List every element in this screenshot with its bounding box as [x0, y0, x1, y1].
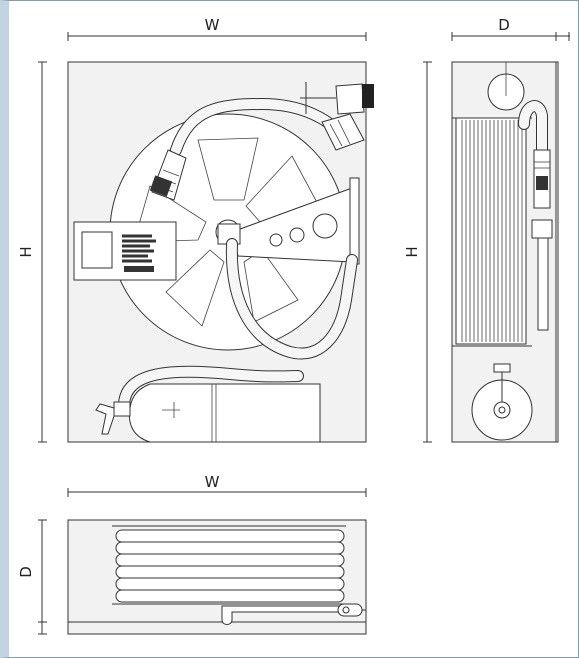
- top-depth-dimension: D: [17, 519, 47, 635]
- bracket-hole-medium: [289, 227, 305, 243]
- front-width-dimension: W: [67, 16, 367, 41]
- front-hose: [170, 97, 358, 360]
- top-bracket-arm: [221, 603, 366, 625]
- front-width-label: W: [205, 16, 220, 34]
- side-hose-coil: [452, 117, 532, 347]
- bracket-wall-plate: [349, 177, 360, 265]
- bracket-hole-large: [312, 213, 338, 239]
- instruction-label: [73, 221, 177, 281]
- front-height-label: H: [17, 246, 35, 257]
- side-view: D H: [403, 16, 570, 443]
- hose-nozzle: [149, 149, 187, 201]
- side-hanger: [531, 219, 553, 239]
- side-reel-hub: [471, 363, 533, 441]
- side-bracket-arm: [537, 237, 549, 331]
- shutoff-valve: [300, 82, 374, 151]
- side-height-label: H: [403, 246, 421, 257]
- top-width-dimension: W: [67, 473, 367, 497]
- top-depth-label: D: [17, 566, 35, 578]
- bracket-hole-small: [269, 233, 283, 247]
- side-nozzle: [533, 149, 551, 209]
- side-depth-label: D: [498, 16, 510, 34]
- side-height-dimension: H: [403, 61, 432, 443]
- fire-extinguisher: [95, 365, 321, 443]
- top-width-label: W: [205, 473, 220, 491]
- top-hose-coil: [115, 529, 345, 603]
- side-depth-dimension: D: [451, 16, 570, 41]
- front-height-dimension: H: [17, 61, 47, 443]
- top-view: W D: [17, 473, 367, 635]
- front-view: W H: [17, 16, 374, 443]
- reel-spoke-cutouts: [133, 137, 321, 327]
